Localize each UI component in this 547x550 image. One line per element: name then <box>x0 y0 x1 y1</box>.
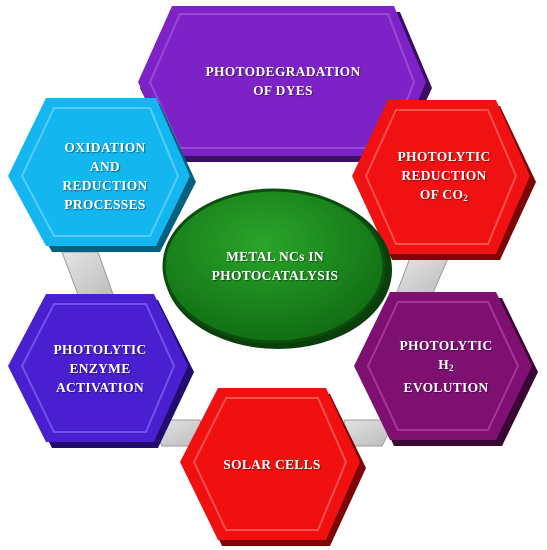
node-top-label: PHOTODEGRADATION OF DYES <box>148 56 418 106</box>
hexagon-bottom-face <box>180 388 360 540</box>
hexagon-top-face <box>138 6 426 156</box>
node-upper-right-label: PHOTOLYTIC REDUCTION OF CO2 <box>364 142 524 212</box>
node-lower-right-label: PHOTOLYTIC H2 EVOLUTION <box>366 334 526 398</box>
node-bottom-label: SOLAR CELLS <box>190 450 354 478</box>
node-lower-right-line-2-text: H <box>438 356 449 372</box>
node-upper-left-line-4: PROCESSES <box>64 197 146 212</box>
hexagon-lower-left-face <box>8 294 188 442</box>
hexagon-lower-left <box>8 294 194 448</box>
node-top-line-2: OF DYES <box>253 83 313 98</box>
hexagon-upper-left-face <box>8 98 190 246</box>
node-lower-left-label: PHOTOLYTIC ENZYME ACTIVATION <box>20 336 180 400</box>
center-ellipse <box>162 188 392 349</box>
hexagon-top <box>138 6 432 162</box>
hexagon-bottom <box>180 388 366 546</box>
hexagon-upper-left <box>8 98 196 252</box>
node-lower-right-line-3: EVOLUTION <box>403 379 489 395</box>
node-lower-left-line-3: ACTIVATION <box>55 379 145 395</box>
node-lower-right-subscript: 2 <box>449 362 454 373</box>
hexagon-upper-right <box>352 100 536 260</box>
connector-left <box>61 251 116 301</box>
hexagon-lower-right <box>354 292 538 446</box>
node-upper-right-line-2: REDUCTION <box>401 167 487 183</box>
node-top-line-1: PHOTODEGRADATION <box>205 64 361 79</box>
hexagon-lower-right-face <box>354 292 532 440</box>
node-upper-right-line-3-text: OF CO <box>419 186 464 202</box>
node-upper-left-line-3: REDUCTION <box>62 178 148 193</box>
node-upper-right-subscript: 2 <box>463 192 469 203</box>
node-lower-right-line-1: PHOTOLYTIC <box>399 337 493 353</box>
node-lower-left-line-2: ENZYME <box>69 360 131 376</box>
node-upper-left-line-1: OXIDATION <box>64 140 146 155</box>
center-label: METAL NCs IN PHOTOCATALYSIS <box>170 236 380 296</box>
node-upper-right-line-1: PHOTOLYTIC <box>397 148 491 164</box>
center-ellipse-face <box>162 188 386 344</box>
node-lower-right-line-2: H2 <box>438 355 454 378</box>
center-line-1: METAL NCs IN <box>226 249 324 264</box>
node-upper-left-line-2: AND <box>89 159 121 174</box>
node-bottom-line-1: SOLAR CELLS <box>223 456 321 472</box>
node-upper-left-label: OXIDATION AND REDUCTION PROCESSES <box>20 134 190 218</box>
node-lower-left-line-1: PHOTOLYTIC <box>53 341 147 357</box>
node-upper-right-line-3: OF CO2 <box>420 185 468 208</box>
center-line-2: PHOTOCATALYSIS <box>211 268 339 283</box>
hexagon-upper-right-face <box>352 100 530 254</box>
